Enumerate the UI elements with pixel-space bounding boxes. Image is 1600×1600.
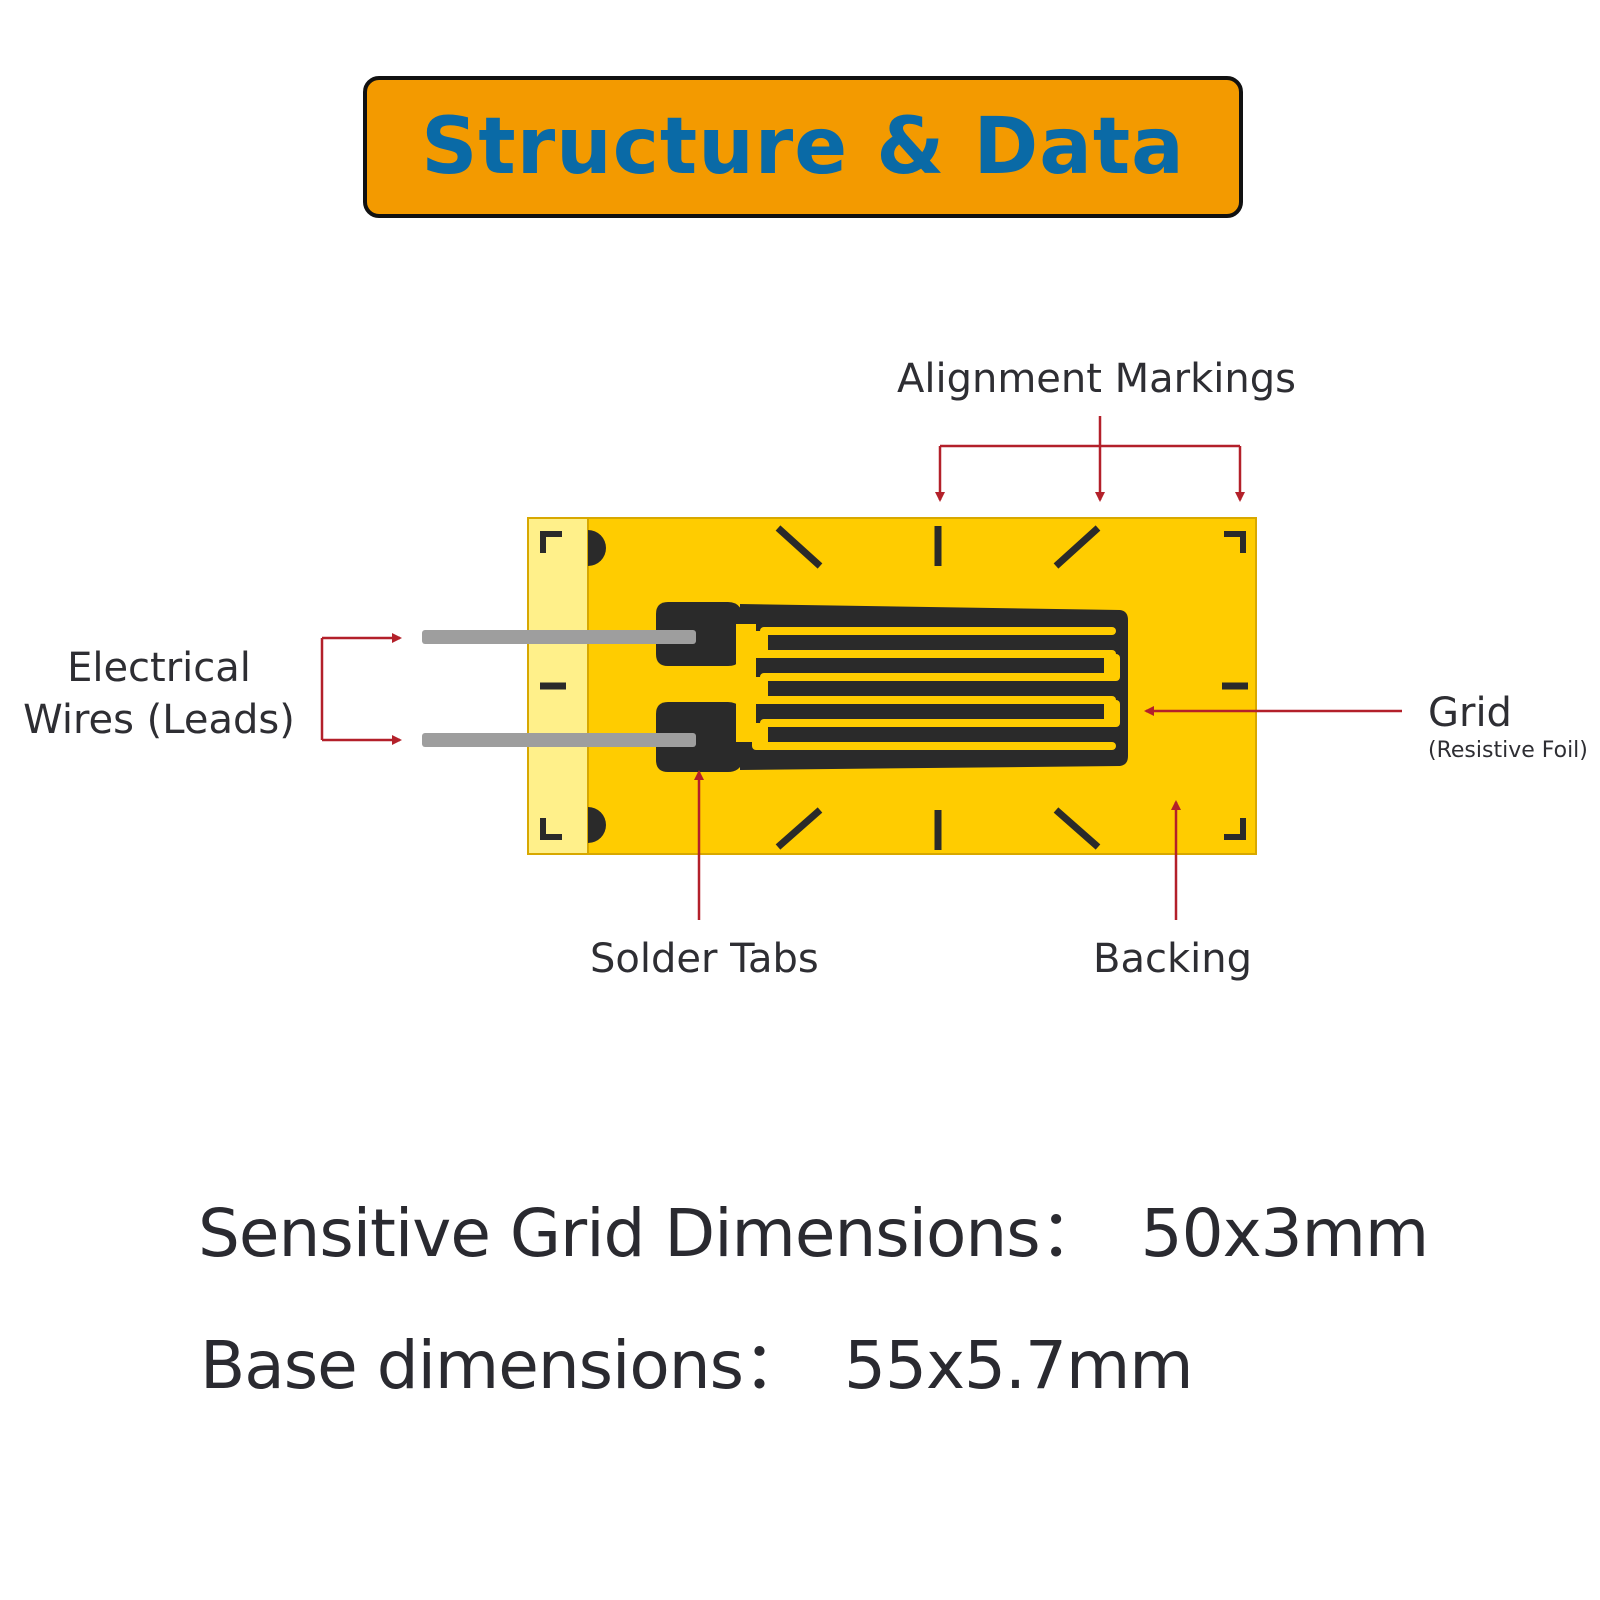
label-electrical-wires: Electrical Wires (Leads) (14, 642, 304, 746)
label-backing: Backing (1093, 936, 1252, 982)
lead-wires (422, 630, 696, 747)
alignment-markings (540, 525, 1248, 850)
callout-arrows (320, 416, 1402, 920)
strain-gauge-diagram (320, 416, 1402, 920)
label-grid-subtitle: (Resistive Foil) (1428, 738, 1588, 763)
label-solder-tabs: Solder Tabs (590, 936, 819, 982)
title-text: Structure & Data (421, 102, 1185, 192)
spec-value: 50x3mm (1140, 1195, 1430, 1272)
strip-dots (588, 530, 606, 843)
label-grid: Grid (1428, 690, 1512, 736)
spec-value: 55x5.7mm (843, 1327, 1194, 1404)
title-banner: Structure & Data (363, 76, 1243, 218)
resistive-foil-grid (656, 602, 1128, 772)
spec-label: Sensitive Grid Dimensions： (198, 1195, 1106, 1272)
corner-marks (540, 531, 1246, 840)
spec-base-dimensions: Base dimensions： 55x5.7mm (200, 1312, 1194, 1408)
grid-slots (736, 624, 1120, 750)
label-electrical-line2: Wires (Leads) (23, 697, 295, 743)
spec-grid-dimensions: Sensitive Grid Dimensions： 50x3mm (198, 1180, 1430, 1276)
label-alignment-markings: Alignment Markings (897, 356, 1296, 402)
label-electrical-line1: Electrical (67, 645, 251, 691)
spec-label: Base dimensions： (200, 1327, 809, 1404)
